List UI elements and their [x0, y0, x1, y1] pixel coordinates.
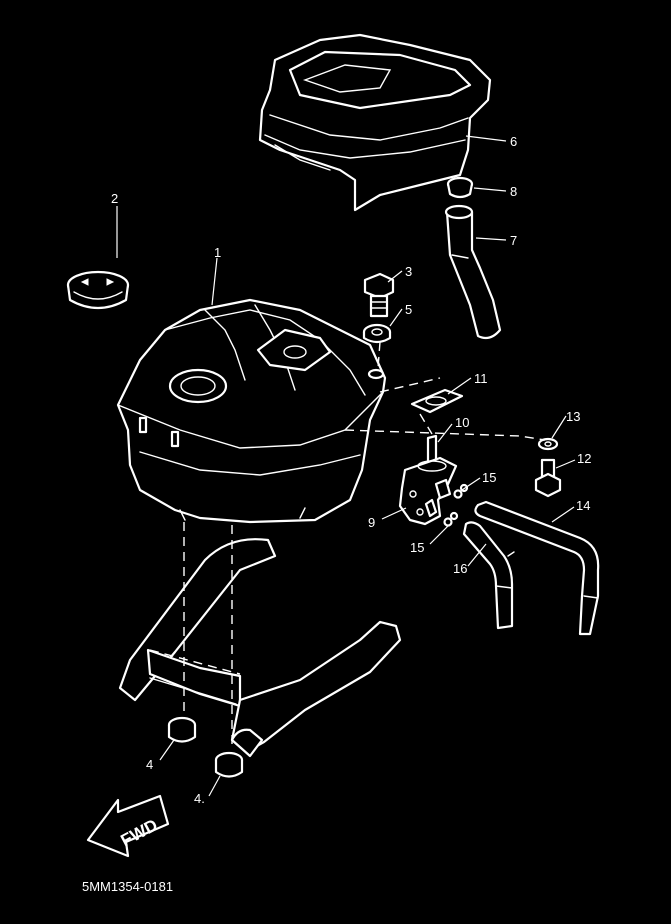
- callout-4-b: 4.: [194, 791, 205, 806]
- part-13-washer: [537, 437, 559, 451]
- part-8-grommet: [446, 176, 474, 199]
- part-4-damper-b: [214, 751, 244, 778]
- callout-7: 7: [510, 233, 517, 248]
- callout-4-a: 4: [146, 757, 153, 772]
- part-10-tube: [426, 434, 438, 464]
- fwd-arrow: FWD: [86, 794, 170, 858]
- callout-10: 10: [455, 415, 469, 430]
- callout-12: 12: [577, 451, 591, 466]
- callout-14: 14: [576, 498, 590, 513]
- part-12-bolt: [534, 458, 562, 498]
- callout-11: 11: [474, 371, 488, 386]
- part-4-damper-a: [167, 716, 197, 743]
- callout-3: 3: [405, 264, 412, 279]
- part-5-washer: [362, 323, 392, 344]
- part-3-bolt: [363, 272, 395, 318]
- callout-5: 5: [405, 302, 412, 317]
- part-11-gasket: [410, 388, 464, 414]
- diagram-code: 5MM1354-0181: [82, 879, 173, 894]
- part-1-fuel-tank: [116, 298, 387, 524]
- callout-1: 1: [214, 245, 221, 260]
- callout-8: 8: [510, 184, 517, 199]
- callout-6: 6: [510, 134, 517, 149]
- alignment-lines: [149, 341, 546, 750]
- frame-tubing: [118, 538, 402, 758]
- callout-15-upper: 15: [482, 470, 496, 485]
- callout-13: 13: [566, 409, 580, 424]
- callout-numbers: 2 1 3 5 6 8 7 11 10 9 15 15 13 12 14 16 …: [111, 134, 591, 806]
- part-6-tank-cover: [258, 33, 492, 212]
- callout-2: 2: [111, 191, 118, 206]
- callout-16: 16: [453, 561, 467, 576]
- part-16-drain-hose: [462, 521, 515, 630]
- part-7-filler-hose: [444, 204, 502, 340]
- leader-lines: [116, 135, 576, 797]
- part-9-fuel-cock: [398, 456, 458, 526]
- callout-9: 9: [368, 515, 375, 530]
- part-2-fuel-cap: [66, 270, 130, 310]
- part-14-vent-hose: [474, 500, 600, 636]
- callout-15-lower: 15: [410, 540, 424, 555]
